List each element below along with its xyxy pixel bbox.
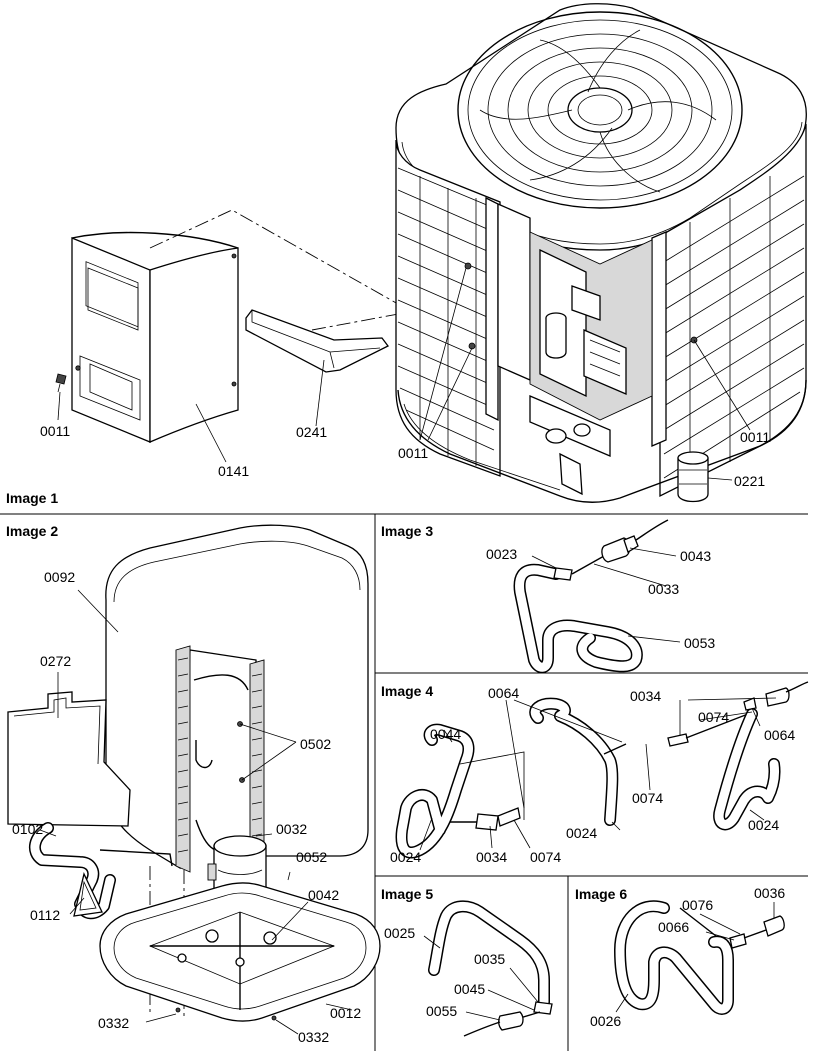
callout-0034-bottom: 0034 <box>476 849 507 865</box>
callout-0332-left: 0332 <box>98 1015 129 1031</box>
callout-0502: 0502 <box>300 736 331 752</box>
base-pan-illustration <box>99 882 381 1022</box>
callout-0024-right: 0024 <box>748 817 779 833</box>
panel-image-5 <box>423 900 553 1037</box>
panel-image-1 <box>55 3 807 503</box>
panel-image-2 <box>7 524 381 1035</box>
callout-0043: 0043 <box>680 548 711 564</box>
callout-0053: 0053 <box>684 635 715 651</box>
callout-0055: 0055 <box>426 1003 457 1019</box>
corner-post-illustration <box>245 309 389 373</box>
callout-0064-right: 0064 <box>764 727 795 743</box>
callout-0221: 0221 <box>734 473 765 489</box>
callout-0074-top: 0074 <box>698 709 729 725</box>
image-6-title: Image 6 <box>575 886 627 902</box>
callout-0012: 0012 <box>330 1005 361 1021</box>
part-callouts: 0011 0141 0241 0011 0011 0221 0092 0272 … <box>12 423 795 1045</box>
panel-image-6 <box>614 900 785 1015</box>
coil-shell-illustration <box>105 524 369 873</box>
callout-0042: 0042 <box>308 887 339 903</box>
panel-titles: Image 1 Image 2 Image 3 Image 4 Image 5 … <box>6 490 627 902</box>
panel-image-4 <box>395 681 809 859</box>
callout-0044: 0044 <box>430 726 461 742</box>
callout-0074-middle: 0074 <box>632 790 663 806</box>
callout-0045: 0045 <box>454 981 485 997</box>
callout-0026: 0026 <box>590 1013 621 1029</box>
callout-0102: 0102 <box>12 821 43 837</box>
access-panel-illustration <box>71 231 239 443</box>
condenser-unit-illustration <box>395 3 807 503</box>
image-2-title: Image 2 <box>6 523 58 539</box>
callout-0024-middle: 0024 <box>566 825 597 841</box>
callout-0024-left: 0024 <box>390 849 421 865</box>
callout-0035: 0035 <box>474 951 505 967</box>
image-1-title: Image 1 <box>6 490 58 506</box>
image-5-title: Image 5 <box>381 886 433 902</box>
callout-0023: 0023 <box>486 546 517 562</box>
screw-left <box>55 373 67 393</box>
callout-0052: 0052 <box>296 849 327 865</box>
callout-0011-left: 0011 <box>40 423 70 439</box>
callout-0011-right: 0011 <box>740 429 770 445</box>
callout-0034-top: 0034 <box>630 688 661 704</box>
callout-0064-top: 0064 <box>488 685 519 701</box>
image-3-title: Image 3 <box>381 523 433 539</box>
callout-0272: 0272 <box>40 653 71 669</box>
callout-0066: 0066 <box>658 919 689 935</box>
filter-drier-illustration <box>677 451 709 503</box>
callout-0112: 0112 <box>30 907 60 923</box>
callout-0141: 0141 <box>218 463 249 479</box>
callout-0011-center: 0011 <box>398 445 428 461</box>
image-4-title: Image 4 <box>381 683 433 699</box>
callout-0033: 0033 <box>648 581 679 597</box>
callout-0241: 0241 <box>296 424 327 440</box>
callout-0092: 0092 <box>44 569 75 585</box>
callout-0032: 0032 <box>276 821 307 837</box>
callout-0332-right: 0332 <box>298 1029 329 1045</box>
callout-0025: 0025 <box>384 925 415 941</box>
panel-image-3 <box>513 519 681 674</box>
callout-0074-bottom: 0074 <box>530 849 561 865</box>
callout-0076: 0076 <box>682 897 713 913</box>
callout-0036: 0036 <box>754 885 785 901</box>
insulation-illustration <box>7 691 131 827</box>
